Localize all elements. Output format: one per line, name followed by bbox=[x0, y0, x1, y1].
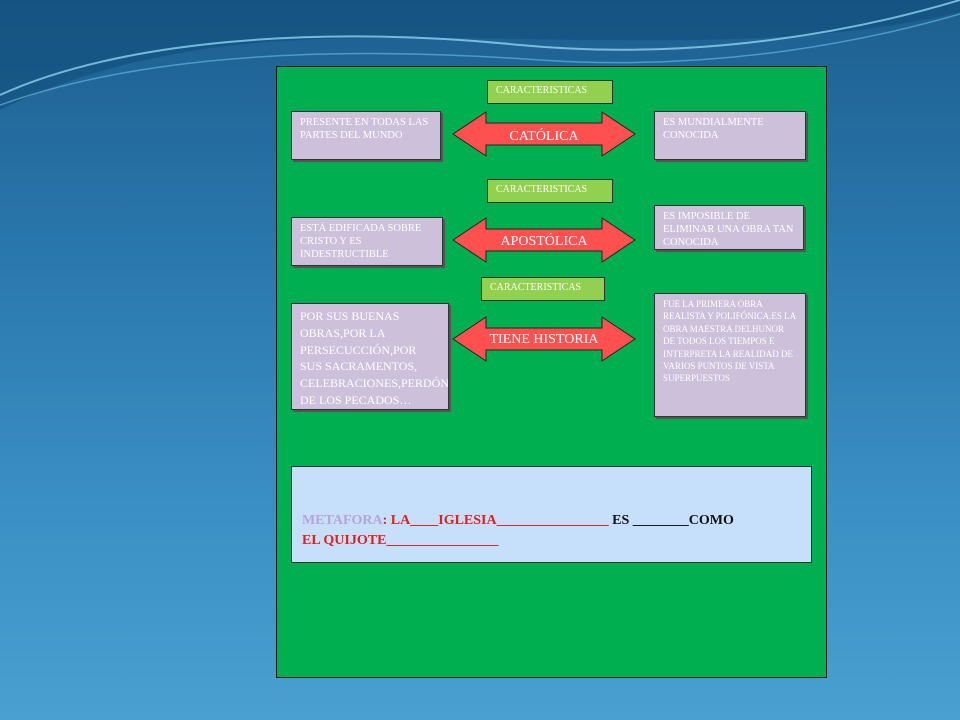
arrow-label-apostolica: APOSTÓLICA bbox=[500, 234, 588, 249]
double-arrow-1 bbox=[452, 111, 636, 157]
double-arrow-2 bbox=[452, 217, 636, 263]
caracteristicas-label-2: CARACTERISTICAS bbox=[487, 179, 613, 203]
metaphor-box: METAFORA: LA____IGLESIA________________ … bbox=[291, 466, 812, 563]
double-arrow-3 bbox=[452, 316, 636, 362]
left-box-2: ESTÁ EDIFICADA SOBRE CRISTO Y ES INDESTR… bbox=[291, 217, 443, 266]
caracteristicas-label-3: CARACTERISTICAS bbox=[481, 277, 605, 301]
arrow-label-tiene-historia: TIENE HISTORIA bbox=[489, 332, 599, 347]
left-box-3: POR SUS BUENAS OBRAS,POR LA PERSECUCCIÓN… bbox=[291, 303, 449, 410]
background-swoosh bbox=[0, 0, 960, 110]
metaphor-part-3: EL QUIJOTE________________ bbox=[302, 533, 499, 549]
metaphor-part-2: ES ________COMO bbox=[608, 513, 734, 528]
metaphor-prefix: METAFORA bbox=[302, 513, 383, 528]
caracteristicas-label-1: CARACTERISTICAS bbox=[487, 80, 613, 104]
right-box-1: ES MUNDIALMENTE CONOCIDA bbox=[654, 111, 806, 160]
metaphor-part-1: LA____IGLESIA________________ bbox=[390, 513, 609, 528]
right-box-3: FUE LA PRIMERA OBRA REALISTA Y POLIFÓNIC… bbox=[654, 293, 806, 417]
left-box-1: PRESENTE EN TODAS LAS PARTES DEL MUNDO bbox=[291, 111, 441, 160]
right-box-2: ES IMPOSIBLE DE ELIMINAR UNA OBRA TAN CO… bbox=[654, 205, 804, 250]
arrow-label-catolica: CATÓLICA bbox=[509, 129, 579, 144]
metaphor-colon: : bbox=[382, 513, 391, 528]
